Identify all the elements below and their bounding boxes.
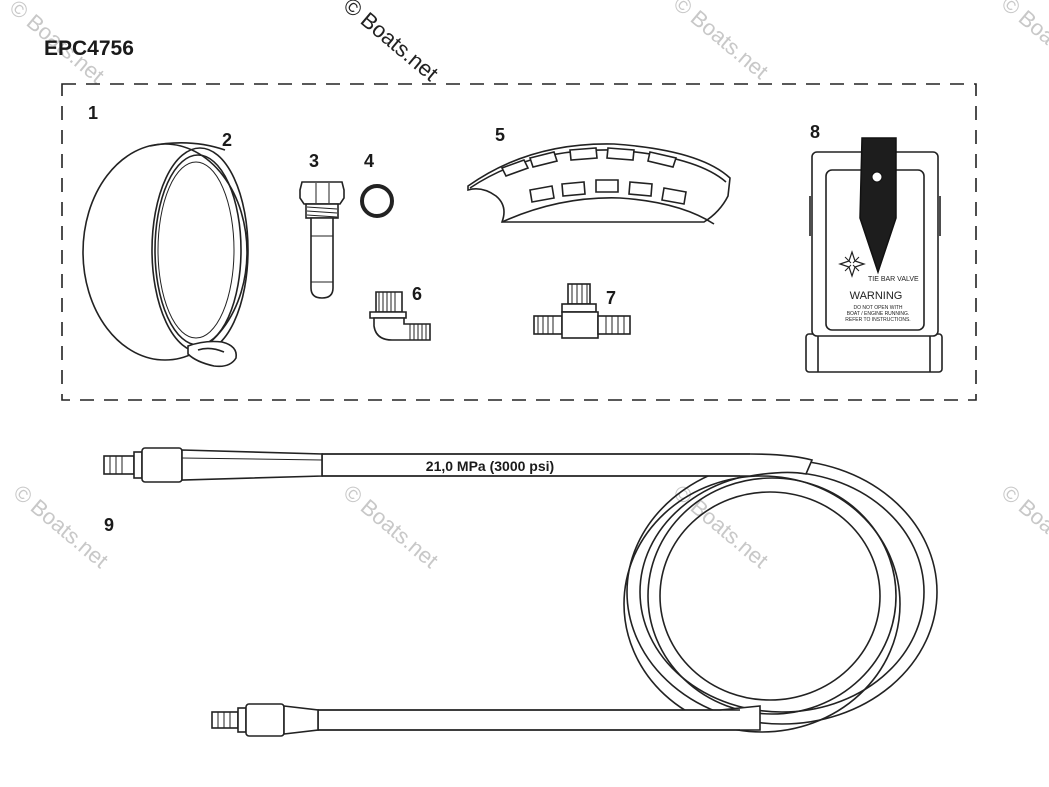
- callout-3: 3: [309, 151, 319, 171]
- callout-9: 9: [104, 515, 114, 535]
- hose-fitting-bottom: [211, 703, 319, 737]
- decal-fine-print-line-1: DO NOT OPEN WITH: [853, 305, 902, 311]
- thread-lines: [306, 206, 338, 218]
- guard-windows: [500, 147, 687, 205]
- watermark: © Boats.net: [339, 480, 443, 573]
- part-7-tee-fitting: [533, 283, 631, 339]
- callout-7: 7: [606, 288, 616, 308]
- callout-8: 8: [810, 122, 820, 142]
- thread-lines: [378, 292, 396, 312]
- compass-star-icon: [838, 250, 866, 278]
- hose-fitting-top: [103, 447, 323, 483]
- callout-5: 5: [495, 125, 505, 145]
- thread-lines: [571, 284, 588, 304]
- kit-boundary: [61, 83, 977, 401]
- watermark: © Boats.net: [997, 0, 1049, 84]
- part-2-clamp-band: [82, 142, 249, 368]
- callout-6: 6: [412, 284, 422, 304]
- part-5-curved-guard: [467, 143, 731, 225]
- callout-1: 1: [88, 103, 98, 123]
- watermark: © Boats.net: [669, 480, 773, 573]
- diagram-title: EPC4756: [44, 37, 134, 60]
- watermark: © Boats.net: [669, 0, 773, 84]
- part-4-o-ring: [360, 184, 394, 218]
- decal-brand-text: TIE BAR VALVE: [868, 276, 919, 283]
- decal-warning: WARNING: [850, 290, 903, 302]
- callout-2: 2: [222, 130, 232, 150]
- tag-flag: [859, 137, 897, 275]
- watermark-dark: © Boats.net: [339, 0, 443, 86]
- watermark: © Boats.net: [9, 480, 113, 573]
- part-8-warning-decal: TIE BAR VALVE WARNING DO NOT OPEN WITH B…: [805, 137, 943, 373]
- watermark: © Boats.net: [997, 480, 1049, 573]
- callout-4: 4: [364, 151, 374, 171]
- hose-pressure-label: 21,0 MPa (3000 psi): [426, 458, 554, 474]
- decal-fine-print-line-3: REFER TO INSTRUCTIONS.: [845, 317, 910, 323]
- part-6-elbow-fitting: [369, 291, 431, 341]
- decal-fine-print-line-2: BOAT / ENGINE RUNNING.: [847, 311, 910, 317]
- thread-lines: [537, 316, 625, 334]
- part-9-pressure-hose: 21,0 MPa (3000 psi): [103, 447, 938, 737]
- part-3-valve-stem: [299, 181, 345, 299]
- thread-lines: [409, 324, 427, 340]
